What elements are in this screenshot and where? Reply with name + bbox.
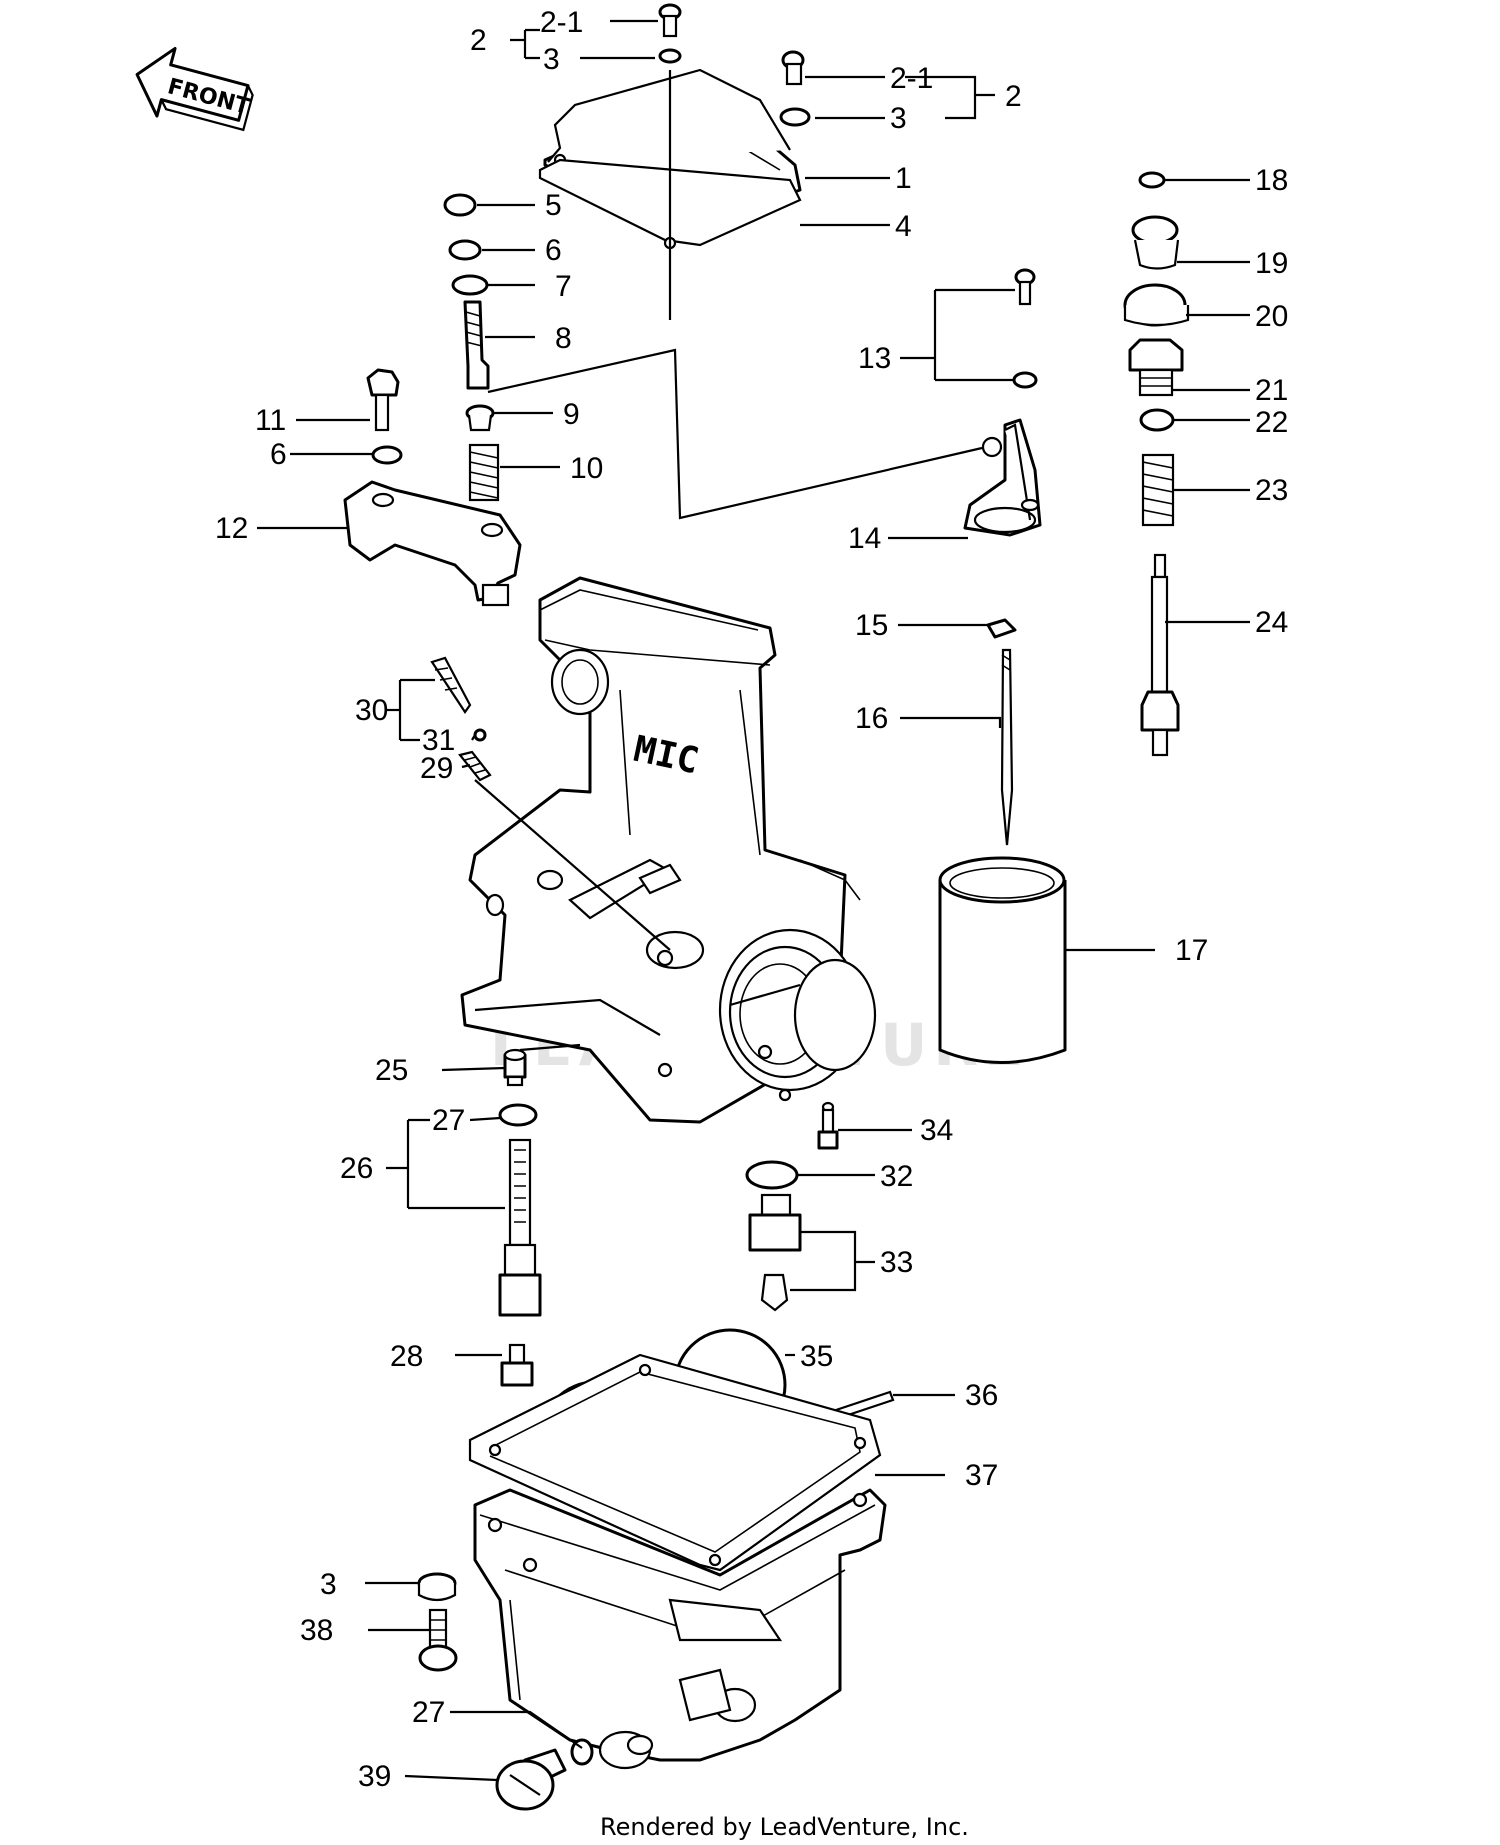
callout-32: 32 [880, 1160, 913, 1193]
retainer-9 [465, 404, 495, 432]
callout-36: 36 [965, 1379, 998, 1412]
washer-3-right [779, 107, 811, 127]
cap-19 [1131, 215, 1180, 270]
float-valve-33 [748, 1193, 802, 1312]
adjuster-8 [463, 300, 490, 390]
nut-5 [443, 193, 477, 217]
callout-13: 13 [858, 342, 891, 375]
callout-18: 18 [1255, 164, 1288, 197]
callout-37: 37 [965, 1459, 998, 1492]
washer-31 [473, 728, 487, 742]
callout-27: 27 [412, 1696, 445, 1729]
pilot-screw-30 [430, 656, 472, 714]
spring-29 [458, 750, 492, 782]
callout-33: 33 [880, 1246, 913, 1279]
callout-9: 9 [563, 398, 580, 431]
washer-3-top [658, 48, 682, 64]
washer-7 [451, 274, 489, 296]
callout-3: 3 [890, 102, 907, 135]
washer-6-lower [371, 445, 403, 465]
washer-32 [745, 1160, 799, 1190]
spring-23 [1141, 453, 1175, 527]
callout-labels: 2 2-1 3 2-1 3 2 1 4 5 6 7 8 9 10 11 6 12… [215, 6, 1288, 1793]
main-jet-28 [500, 1343, 534, 1387]
float-bowl-gasket-37 [468, 1353, 882, 1572]
clip-15 [986, 618, 1017, 639]
screw-38 [418, 1608, 458, 1672]
washer-18 [1138, 171, 1166, 189]
callout-19: 19 [1255, 247, 1288, 280]
carburetor-body: MIC [460, 576, 877, 1124]
o-ring-27-bottom [570, 1738, 594, 1766]
callout-6: 6 [270, 438, 287, 471]
needle-jet-26 [498, 1138, 542, 1317]
cap-20 [1123, 283, 1190, 327]
jet-25 [503, 1048, 527, 1087]
callout-38: 38 [300, 1614, 333, 1647]
callout-24: 24 [1255, 606, 1288, 639]
callout-3: 3 [543, 43, 560, 76]
callout-4: 4 [895, 210, 912, 243]
leader-lines [257, 19, 1250, 1782]
callout-5: 5 [545, 189, 562, 222]
bolt-11 [366, 368, 400, 432]
o-ring-22 [1139, 408, 1175, 432]
callout-10: 10 [570, 452, 603, 485]
callout-3: 3 [320, 1568, 337, 1601]
callout-12: 12 [215, 512, 248, 545]
starter-plunger-24 [1140, 553, 1180, 757]
callout-7: 7 [555, 270, 572, 303]
callout-2-1: 2-1 [540, 6, 583, 39]
throttle-slide-17 [938, 856, 1067, 1064]
screw-2-1-right [781, 50, 805, 86]
callout-11: 11 [255, 404, 286, 437]
callout-39: 39 [358, 1760, 391, 1793]
callout-31: 31 [422, 724, 455, 757]
front-arrow-icon: FRONT [135, 46, 254, 132]
callout-17: 17 [1175, 934, 1208, 967]
callout-1: 1 [895, 162, 912, 195]
lever-12 [343, 480, 522, 607]
washer-3-bottom [417, 1572, 457, 1602]
needle-holder-14 [963, 418, 1042, 537]
washer-6 [448, 239, 482, 261]
credit-text: Rendered by LeadVenture, Inc. [600, 1813, 969, 1841]
callout-28: 28 [390, 1340, 423, 1373]
drain-screw-39 [495, 1748, 567, 1811]
callout-2: 2 [1005, 80, 1022, 113]
callout-30: 30 [355, 694, 388, 727]
jet-needle-16 [1000, 648, 1014, 846]
callout-29: 29 [420, 752, 453, 785]
screw-13 [1014, 268, 1036, 306]
callout-27: 27 [432, 1104, 465, 1137]
callout-22: 22 [1255, 406, 1288, 439]
nut-21 [1128, 338, 1184, 397]
callout-21: 21 [1255, 374, 1288, 407]
callout-14: 14 [848, 522, 881, 555]
callout-23: 23 [1255, 474, 1288, 507]
spring-10 [468, 443, 500, 502]
washer-13 [1012, 371, 1038, 389]
callout-25: 25 [375, 1054, 408, 1087]
callout-34: 34 [920, 1114, 953, 1147]
callout-8: 8 [555, 322, 572, 355]
o-ring-27 [498, 1103, 538, 1127]
jet-34 [817, 1101, 839, 1150]
float-bowl [473, 1488, 887, 1770]
callout-2-1: 2-1 [890, 62, 933, 95]
screw-2-1-top [658, 3, 682, 38]
callout-26: 26 [340, 1152, 373, 1185]
callout-35: 35 [800, 1340, 833, 1373]
callout-2: 2 [470, 24, 487, 57]
callout-6: 6 [545, 234, 562, 267]
callout-16: 16 [855, 702, 888, 735]
callout-20: 20 [1255, 300, 1288, 333]
callout-15: 15 [855, 609, 888, 642]
